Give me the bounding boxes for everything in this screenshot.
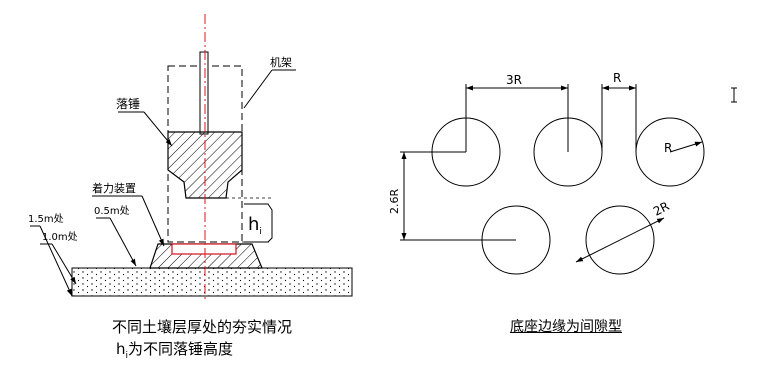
caption-left-line1: 不同土壤层厚处的夯实情况 xyxy=(112,318,293,336)
label-depth-05: 0.5m处 xyxy=(94,205,130,217)
left-diagram: 机架 落锤 着力装置 0.5m处 1.5m处 1.0m处 hi xyxy=(28,14,353,300)
hammer-rod xyxy=(199,51,209,135)
h-bracket xyxy=(244,203,273,243)
dim-2-6r: 2.6R xyxy=(388,189,401,214)
caption-left-line2: hi为不同落锤高度 xyxy=(116,340,234,361)
dim-r-top: R xyxy=(613,71,621,85)
dim-2r: 2R xyxy=(651,199,672,219)
dim-3r: 3R xyxy=(506,73,522,87)
dim-r-circle: R xyxy=(664,141,672,155)
label-device: 着力装置 xyxy=(92,181,136,195)
right-labels: 3R R R 2.6R 2R xyxy=(388,71,737,219)
label-depth-15: 1.5m处 xyxy=(28,213,64,225)
impact-device xyxy=(171,243,237,255)
label-h: hi xyxy=(248,214,262,237)
soil-layer xyxy=(71,267,353,297)
caption-right: 底座边缘为间隙型 xyxy=(510,319,622,335)
label-hammer: 落锤 xyxy=(116,96,140,111)
label-depth-10: 1.0m处 xyxy=(42,231,78,243)
right-diagram xyxy=(400,84,705,275)
label-frame: 机架 xyxy=(270,55,292,69)
text-cursor-icon xyxy=(731,87,737,103)
